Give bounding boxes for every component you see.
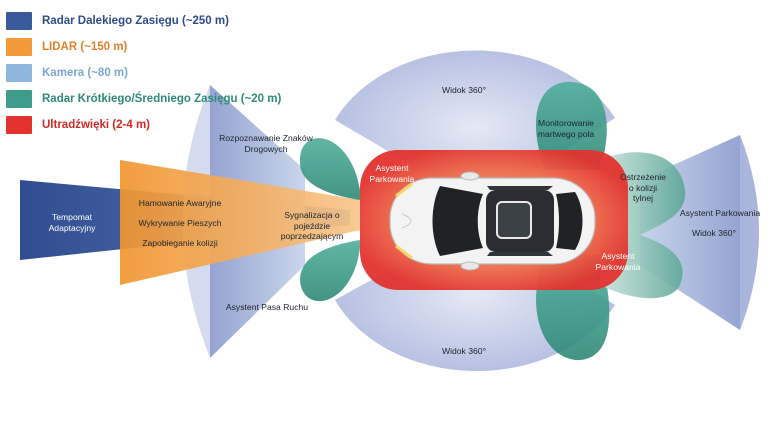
legend-swatch [6,90,32,108]
label-sygnalizacja: Sygnalizacja o pojeździe poprzedzającym [280,210,344,241]
label-pasa: Asystent Pasa Ruchu [225,302,309,312]
label-tempomat: Tempomat Adaptacyjny [48,212,96,233]
rear-camera-cap [740,135,759,330]
label-asystent-front: Asystent Parkowania [369,163,415,184]
label-asystent-rear: Asystent Parkowania [595,251,641,272]
legend-swatch [6,12,32,30]
label-widok-right: Widok 360° [691,228,737,238]
side-view-top-zone [335,50,615,206]
front-left-short-radar-zone [299,138,360,200]
legend-label: Radar Dalekiego Zasięgu (~250 m) [42,15,229,27]
label-martwego: Monitorowanie martwego pola [537,118,595,139]
lidar-zone [120,160,360,285]
legend-swatch [6,64,32,82]
legend-item-ultrasonic: Ultradźwięki (2-4 m) [6,116,281,134]
legend-swatch [6,38,32,56]
legend-item-long-range-radar: Radar Dalekiego Zasięgu (~250 m) [6,12,281,30]
legend-item-short-range-radar: Radar Krótkiego/Średniego Zasięgu (~20 m… [6,90,281,108]
label-pieszych: Wykrywanie Pieszych [138,218,222,228]
legend-item-camera: Kamera (~80 m) [6,64,281,82]
legend-label: Ultradźwięki (2-4 m) [42,119,150,131]
label-ostrzezenie: Ostrzeżenie o kolizji tylnej [620,172,666,203]
legend-label: Radar Krótkiego/Średniego Zasięgu (~20 m… [42,93,282,105]
legend-item-lidar: LIDAR (~150 m) [6,38,281,56]
car-top-view [389,171,596,271]
label-widok-bottom: Widok 360° [441,346,487,356]
label-asystent-right: Asystent Parkowania [679,208,761,218]
legend-label: Kamera (~80 m) [42,67,128,79]
legend: Radar Dalekiego Zasięgu (~250 m) LIDAR (… [6,12,281,142]
legend-label: LIDAR (~150 m) [42,41,128,53]
label-widok-top: Widok 360° [441,85,487,95]
label-znakow: Rozpoznawanie Znaków Drogowych [219,133,313,154]
label-hamowanie: Hamowanie Awaryjne [138,198,222,208]
legend-swatch [6,116,32,134]
blind-spot-top-zone [535,81,607,170]
label-kolizji: Zapobieganie kolizji [142,238,218,248]
front-right-short-radar-zone [300,240,360,302]
